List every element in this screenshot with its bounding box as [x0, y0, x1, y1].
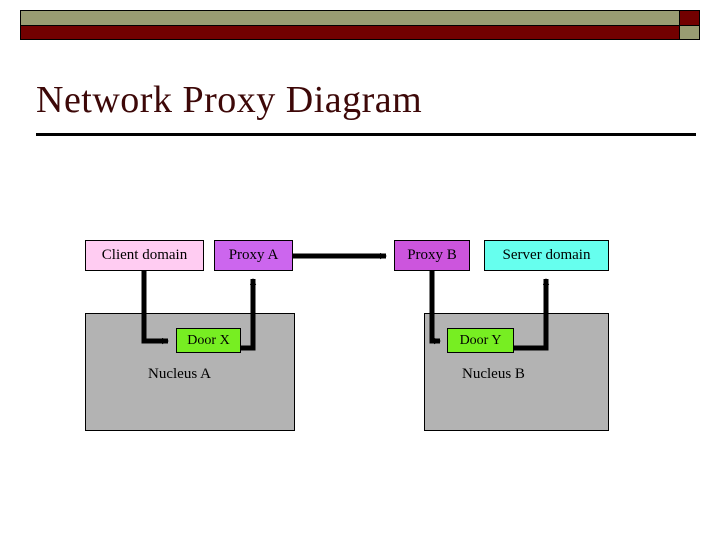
- node-client-domain[interactable]: Client domain: [85, 240, 204, 271]
- node-proxy-a[interactable]: Proxy A: [214, 240, 293, 271]
- page-title: Network Proxy Diagram: [36, 79, 423, 121]
- node-door-y[interactable]: Door Y: [447, 328, 514, 353]
- title-underline-rule: [36, 133, 696, 136]
- nucleus-b-label: Nucleus B: [462, 366, 525, 382]
- node-server-domain[interactable]: Server domain: [484, 240, 609, 271]
- node-door-x[interactable]: Door X: [176, 328, 241, 353]
- banner-olive-square: [679, 25, 700, 40]
- node-proxy-b[interactable]: Proxy B: [394, 240, 470, 271]
- nucleus-a-label: Nucleus A: [148, 366, 211, 382]
- top-decorative-banner: [20, 10, 700, 40]
